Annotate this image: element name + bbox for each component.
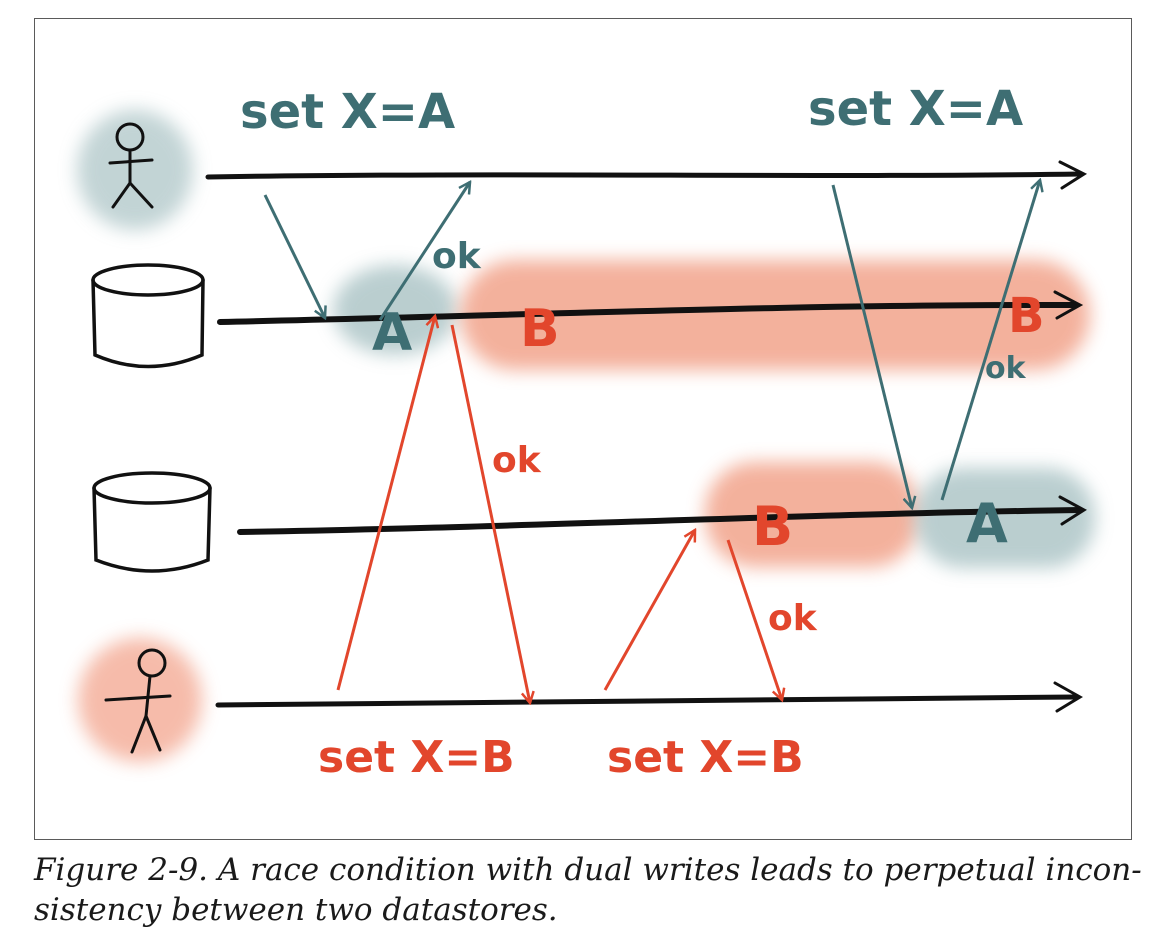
client-b-highlight bbox=[78, 638, 202, 762]
client-a-icon bbox=[108, 122, 154, 209]
arrow-b-ack-store1 bbox=[450, 324, 530, 703]
store1-value-b-2: B bbox=[1008, 288, 1045, 344]
timeline-client-a bbox=[205, 160, 1088, 190]
figure-caption: Figure 2-9. A race condition with dual w… bbox=[34, 850, 1142, 930]
timeline-store-2 bbox=[237, 495, 1087, 535]
caption-line-2: sistency between two datastores. bbox=[34, 892, 558, 928]
label-client-a-write-2: set X=A bbox=[808, 81, 1023, 137]
store1-value-a: A bbox=[372, 303, 412, 363]
label-ack-3: ok bbox=[492, 440, 542, 481]
timeline-client-b bbox=[215, 681, 1083, 713]
label-client-a-write-1: set X=A bbox=[240, 84, 455, 140]
label-ack-2: ok bbox=[985, 351, 1027, 386]
arrow-b-write-store2 bbox=[603, 530, 697, 691]
label-ack-1: ok bbox=[432, 236, 482, 277]
store2-value-b: B bbox=[752, 495, 793, 558]
arrow-a-write-store2 bbox=[831, 184, 912, 508]
datastore-2-icon bbox=[92, 471, 212, 573]
store1-value-b-1: B bbox=[520, 299, 560, 359]
client-a-highlight bbox=[77, 110, 193, 230]
arrow-a-ack-store2 bbox=[940, 180, 1040, 501]
store1-a-highlight bbox=[333, 265, 457, 355]
arrow-b-ack-store2 bbox=[726, 539, 782, 700]
label-client-b-write-2: set X=B bbox=[607, 732, 804, 783]
caption-line-1: Figure 2-9. A race condition with dual w… bbox=[34, 852, 1142, 888]
client-b-icon bbox=[104, 648, 172, 754]
datastore-1-icon bbox=[91, 263, 205, 369]
race-condition-diagram: set X=A set X=A ok ok ok ok A B B B A se… bbox=[77, 81, 1095, 783]
arrow-a-ack-store1 bbox=[378, 182, 470, 321]
store2-a-highlight bbox=[915, 468, 1095, 568]
label-client-b-write-1: set X=B bbox=[318, 732, 515, 783]
store2-value-a: A bbox=[966, 492, 1008, 555]
arrow-a-write-store1 bbox=[263, 194, 325, 318]
label-ack-4: ok bbox=[768, 598, 818, 639]
store1-b-highlight bbox=[460, 260, 1090, 370]
arrow-b-write-store1 bbox=[336, 316, 435, 691]
timeline-store-1 bbox=[217, 290, 1084, 325]
